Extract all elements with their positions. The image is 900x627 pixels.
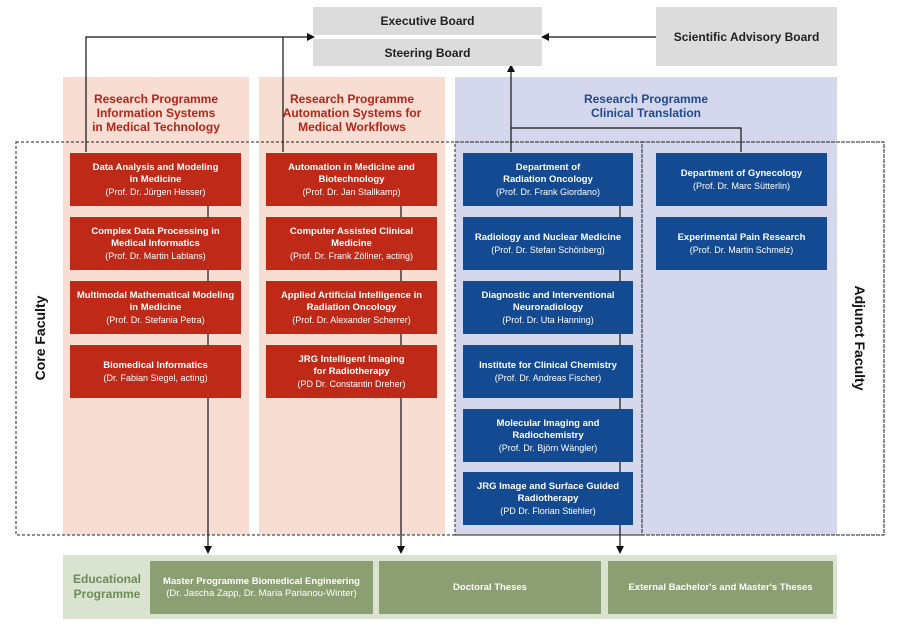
scientific-advisory-board-box: Scientific Advisory Board — [656, 7, 837, 66]
adjunct-faculty-border — [641, 141, 885, 536]
unit-applied-ai-radiation: Applied Artificial Intelligence in Radia… — [266, 281, 437, 334]
unit-biomedical-informatics: Biomedical Informatics (Dr. Fabian Siege… — [70, 345, 241, 398]
unit-radiation-oncology: Department of Radiation Oncology (Prof. … — [463, 153, 633, 206]
unit-clinical-chemistry: Institute for Clinical Chemistry (Prof. … — [463, 345, 633, 398]
unit-computer-assisted-medicine: Computer Assisted Clinical Medicine (Pro… — [266, 217, 437, 270]
steering-board-label: Steering Board — [384, 45, 471, 60]
programme-title-clinical-translation: Research Programme Clinical Translation — [583, 92, 709, 120]
unit-automation-medicine: Automation in Medicine and Biotechnology… — [266, 153, 437, 206]
line-clinical-to-adjunct — [511, 127, 742, 152]
adjunct-faculty-label: Adjunct Faculty — [852, 285, 868, 391]
unit-jrg-image-surface-guided: JRG Image and Surface Guided Radiotherap… — [463, 472, 633, 525]
executive-board-box: Executive Board — [313, 7, 542, 35]
programme-title-automation-systems: Research Programme Automation Systems fo… — [282, 92, 422, 134]
core-faculty-border — [15, 141, 885, 536]
education-title: Educational Programme — [72, 572, 141, 601]
unit-complex-data-processing: Complex Data Processing in Medical Infor… — [70, 217, 241, 270]
unit-molecular-imaging: Molecular Imaging and Radiochemistry (Pr… — [463, 409, 633, 462]
unit-data-analysis: Data Analysis and Modeling in Medicine (… — [70, 153, 241, 206]
executive-board-label: Executive Board — [380, 14, 475, 28]
unit-experimental-pain-research: Experimental Pain Research (Prof. Dr. Ma… — [656, 217, 827, 270]
line-col1-to-executive — [85, 33, 315, 152]
unit-neuroradiology: Diagnostic and Interventional Neuroradio… — [463, 281, 633, 334]
education-doctoral-theses: Doctoral Theses — [379, 561, 601, 614]
education-master-programme: Master Programme Biomedical Engineering … — [150, 561, 373, 614]
unit-radiology-nuclear-medicine: Radiology and Nuclear Medicine (Prof. Dr… — [463, 217, 633, 270]
scientific-advisory-board-label: Scientific Advisory Board — [673, 29, 820, 44]
programme-title-information-systems: Research Programme Information Systems i… — [92, 92, 220, 134]
unit-gynecology: Department of Gynecology (Prof. Dr. Marc… — [656, 153, 827, 206]
education-external-theses: External Bachelor's and Master's Theses — [608, 561, 833, 614]
steering-board-box: Steering Board — [313, 39, 542, 66]
unit-multimodal-modeling: Multimodal Mathematical Modeling in Medi… — [70, 281, 241, 334]
core-faculty-label: Core Faculty — [32, 295, 48, 381]
unit-jrg-intelligent-imaging: JRG Intelligent Imaging for Radiotherapy… — [266, 345, 437, 398]
